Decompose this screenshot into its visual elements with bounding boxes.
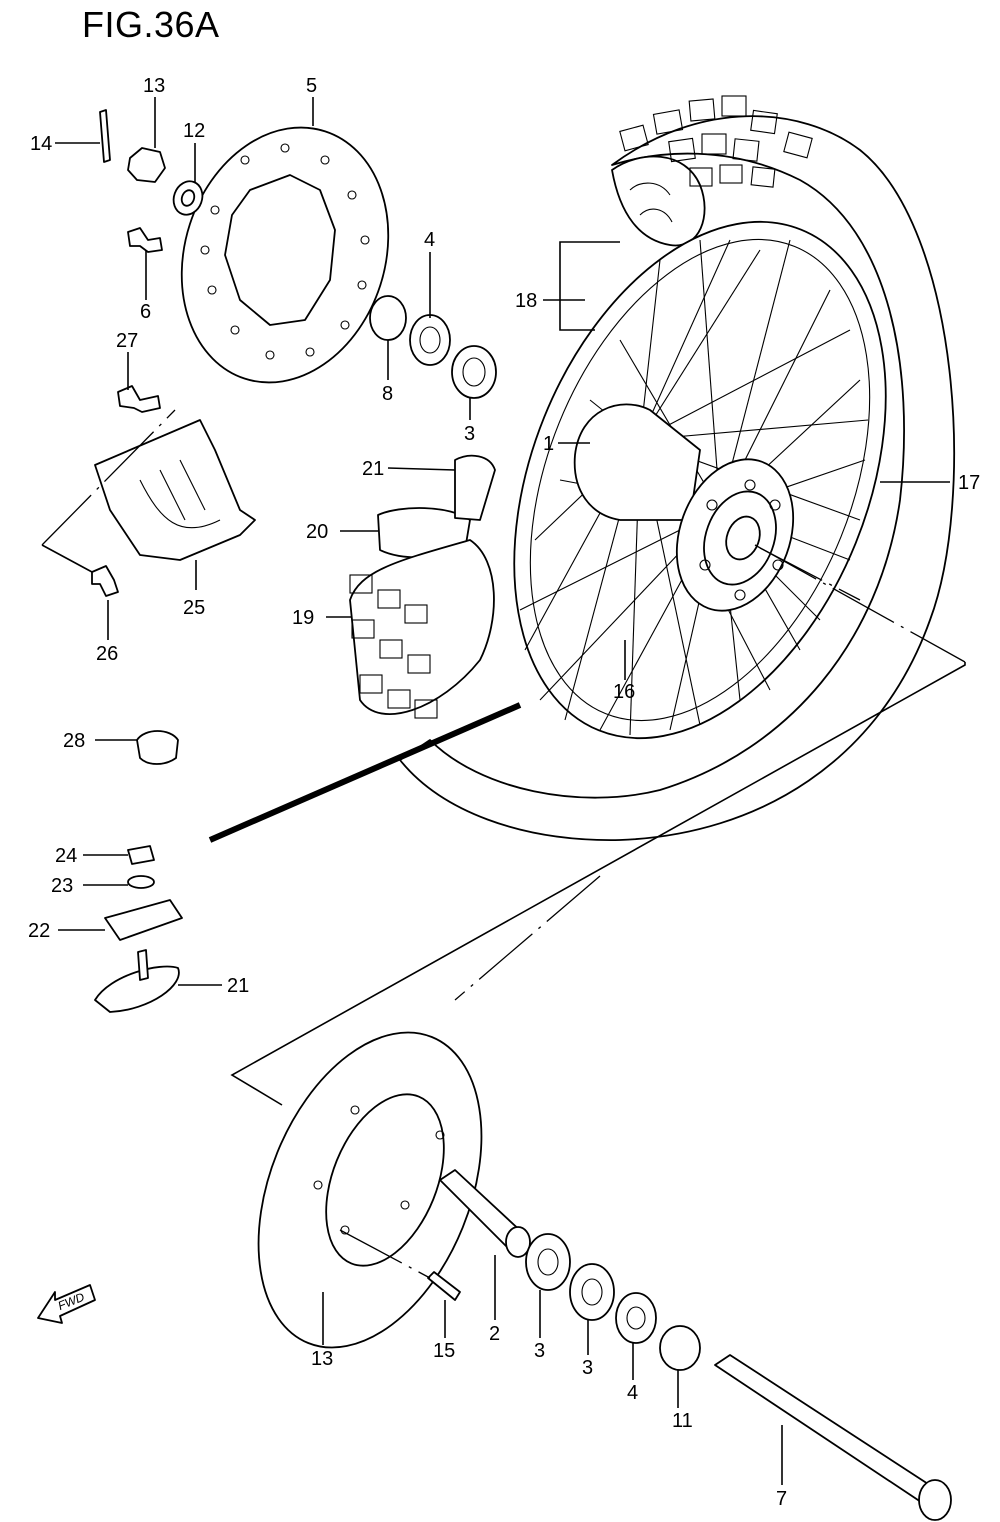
callout-28: 28: [63, 730, 85, 752]
callout-6: 6: [140, 301, 151, 323]
inner-tube: [349, 454, 496, 715]
callout-21: 21: [227, 975, 249, 997]
callout-20: 21: [362, 458, 384, 480]
callout-8: 8: [382, 383, 393, 405]
small-hardware: [91, 109, 204, 597]
callout-24: 24: [55, 845, 77, 867]
axle-parts: [427, 1169, 952, 1521]
figure-title: FIG.36A: [82, 4, 220, 45]
callout-2: 2: [489, 1323, 500, 1345]
callout-18: 19: [292, 607, 314, 629]
rim-lock-parts: [94, 730, 183, 1013]
rear-tire: [399, 95, 956, 841]
wheel-hub: [573, 403, 795, 612]
chain-guide: [94, 419, 256, 561]
callout-22: 22: [28, 920, 50, 942]
callout-5: 5: [306, 75, 317, 97]
callout-1: 1: [543, 433, 554, 455]
callout-27: 27: [116, 330, 138, 352]
leader-lines: [41, 97, 966, 1485]
callout-16: 17: [958, 472, 980, 494]
callout-labels: 14 13 12 5 6 27 4 8 3 18 1 21 20 19 16 1…: [28, 75, 980, 1510]
callout-19: 20: [306, 521, 328, 543]
callout-4-bottom: 4: [627, 1382, 638, 1404]
wheel-rim: [513, 220, 887, 740]
hub-bearings-top: [369, 295, 497, 399]
fwd-arrow-icon: FWD: [37, 1284, 96, 1324]
callout-4-top: 4: [424, 229, 435, 251]
callout-25: 25: [183, 597, 205, 619]
callout-17: 18: [515, 290, 537, 312]
callout-26: 26: [96, 643, 118, 665]
callout-10: 12: [183, 120, 205, 142]
callout-12: 14: [30, 133, 52, 155]
callout-3-a: 3: [534, 1340, 545, 1362]
callout-13: 13: [311, 1348, 333, 1370]
callout-7: 7: [776, 1488, 787, 1510]
callout-23: 23: [51, 875, 73, 897]
callout-3-top: 3: [464, 423, 475, 445]
brake-disc: [180, 126, 390, 384]
rear-sprocket: [257, 1031, 483, 1349]
callout-11: 13: [143, 75, 165, 97]
tire-section: [349, 574, 438, 719]
callout-14: 15: [433, 1340, 455, 1362]
callout-9: 11: [672, 1410, 693, 1432]
callout-15: 16: [613, 681, 635, 703]
callout-3-b: 3: [582, 1357, 593, 1379]
